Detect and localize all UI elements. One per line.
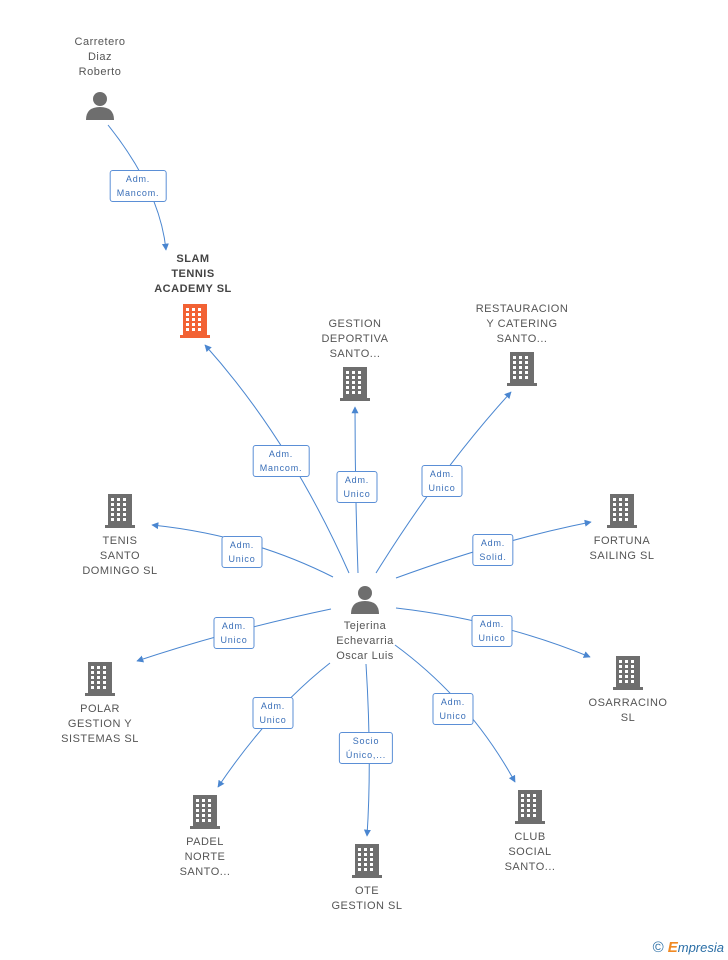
edge-label-tejerina-gestion[interactable]: Adm. Unico <box>336 471 378 503</box>
node-label-line: SOCIAL <box>508 846 552 858</box>
node-label-line: Oscar Luis <box>336 650 394 662</box>
node-label-club[interactable]: CLUB SOCIAL SANTO... <box>505 830 556 875</box>
node-label-line: GESTION SL <box>331 900 403 912</box>
node-label-line: GESTION <box>328 318 382 330</box>
node-label-line: DOMINGO SL <box>82 565 158 577</box>
building-icon[interactable] <box>352 844 382 883</box>
edge-label-line: Adm. <box>479 619 505 629</box>
edge-label-line: Unico <box>428 483 456 493</box>
building-icon[interactable] <box>190 795 220 834</box>
node-label-line: Diaz <box>87 51 112 63</box>
node-label-line: SANTO... <box>179 866 231 878</box>
building-icon[interactable] <box>507 352 537 391</box>
building-icon[interactable] <box>180 304 210 343</box>
node-label-line: PADEL <box>186 836 224 848</box>
edge-label-line: Socio <box>352 736 380 746</box>
edge-label-line: Adm. <box>429 469 455 479</box>
edge-label-line: Adm. <box>440 697 466 707</box>
node-label-line: NORTE <box>184 851 226 863</box>
node-label-line: OTE <box>354 885 380 897</box>
node-label-line: SAILING SL <box>589 550 655 562</box>
edge-label-tejerina-polar[interactable]: Adm. Unico <box>213 617 255 649</box>
node-label-tenis[interactable]: TENIS SANTO DOMINGO SL <box>82 534 157 579</box>
node-label-line: Echevarria <box>336 635 394 647</box>
node-label-line: CLUB <box>514 831 546 843</box>
node-label-line: Carretero <box>74 36 126 48</box>
node-label-line: TENNIS <box>171 268 215 280</box>
building-icon[interactable] <box>340 367 370 406</box>
edge-label-line: Adm. <box>268 449 294 459</box>
edge-label-line: Mancom. <box>116 188 160 198</box>
edge-label-line: Unico <box>478 633 506 643</box>
edge-label-tejerina-tenis[interactable]: Adm. Unico <box>221 536 263 568</box>
edge-label-line: Adm. <box>260 701 286 711</box>
node-label-line: SLAM <box>176 253 210 265</box>
node-label-gestion[interactable]: GESTION DEPORTIVA SANTO... <box>321 317 388 362</box>
node-label-osarracino[interactable]: OSARRACINO SL <box>589 696 668 726</box>
edge-label-line: Unico <box>259 715 287 725</box>
person-icon[interactable] <box>85 90 115 125</box>
edge-label-line: Adm. <box>229 540 255 550</box>
node-label-ote[interactable]: OTE GESTION SL <box>331 884 402 914</box>
edge-label-line: Adm. <box>480 538 506 548</box>
node-label-fortuna[interactable]: FORTUNA SAILING SL <box>590 534 655 564</box>
node-label-restauracion[interactable]: RESTAURACION Y CATERING SANTO... <box>476 302 569 347</box>
node-label-line: TENIS <box>102 535 138 547</box>
edge-label-tejerina-fortuna[interactable]: Adm. Solid. <box>472 534 514 566</box>
edge-label-line: Adm. <box>344 475 370 485</box>
node-label-line: FORTUNA <box>593 535 651 547</box>
node-label-line: SISTEMAS SL <box>61 733 139 745</box>
edge-label-tejerina-padel[interactable]: Adm. Unico <box>252 697 294 729</box>
node-label-line: OSARRACINO <box>588 697 668 709</box>
edge-label-line: Unico <box>343 489 371 499</box>
node-label-line: SANTO... <box>496 333 548 345</box>
node-label-line: ACADEMY SL <box>154 283 232 295</box>
edge-label-line: Solid. <box>479 552 507 562</box>
edge-label-line: Unico <box>220 635 248 645</box>
node-label-line: DEPORTIVA <box>321 333 389 345</box>
node-label-line: GESTION Y <box>67 718 133 730</box>
building-icon[interactable] <box>607 494 637 533</box>
brand-initial: E <box>667 939 678 956</box>
node-label-line: SANTO <box>99 550 141 562</box>
node-label-line: RESTAURACION <box>475 303 569 315</box>
edge-label-line: Mancom. <box>259 463 303 473</box>
copyright-icon: © <box>652 939 664 956</box>
node-label-line: Roberto <box>78 66 122 78</box>
node-label-line: Y CATERING <box>486 318 558 330</box>
edge-label-line: Adm. <box>125 174 151 184</box>
edge-label-tejerina-restauracion[interactable]: Adm. Unico <box>421 465 463 497</box>
building-icon[interactable] <box>515 790 545 829</box>
node-label-line: SANTO... <box>329 348 381 360</box>
edge-label-tejerina-osarracino[interactable]: Adm. Unico <box>471 615 513 647</box>
person-icon[interactable] <box>350 584 380 619</box>
node-label-line: SL <box>620 712 636 724</box>
edge-label-carretero-slam[interactable]: Adm. Mancom. <box>109 170 167 202</box>
brand-footer: ©Empresia <box>653 939 724 956</box>
edge-label-line: Unico <box>228 554 256 564</box>
edge-label-line: Adm. <box>221 621 247 631</box>
building-icon[interactable] <box>105 494 135 533</box>
node-label-slam[interactable]: SLAM TENNIS ACADEMY SL <box>154 252 232 297</box>
edge-label-tejerina-club[interactable]: Adm. Unico <box>432 693 474 725</box>
node-label-polar[interactable]: POLAR GESTION Y SISTEMAS SL <box>61 702 139 747</box>
edge-label-line: Único,... <box>345 750 387 760</box>
building-icon[interactable] <box>613 656 643 695</box>
brand-name: mpresia <box>677 940 724 955</box>
edge-label-tejerina-slam[interactable]: Adm. Mancom. <box>252 445 310 477</box>
node-label-line: SANTO... <box>504 861 556 873</box>
building-icon[interactable] <box>85 662 115 701</box>
node-label-padel[interactable]: PADEL NORTE SANTO... <box>180 835 231 880</box>
edge-label-line: Unico <box>439 711 467 721</box>
node-label-line: POLAR <box>80 703 120 715</box>
node-label-line: Tejerina <box>343 620 387 632</box>
